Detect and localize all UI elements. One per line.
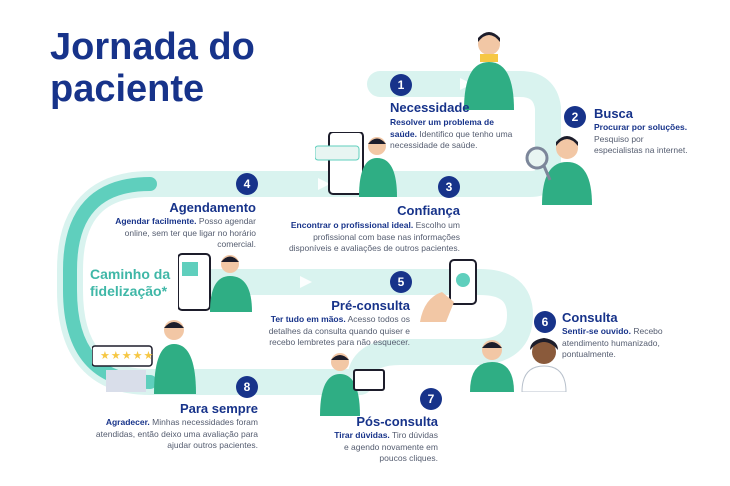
- step-1-lead: Resolver um problema de saúde.: [390, 117, 494, 139]
- step-5-title: Pré-consulta: [331, 298, 410, 313]
- step-3-text: Escolho um profissional com base nas inf…: [288, 220, 460, 253]
- step-2-text: Pesquiso por especialistas na internet.: [594, 133, 688, 156]
- phone-icon: [315, 132, 397, 197]
- step-6-title: Consulta: [562, 310, 618, 325]
- step-2-title: Busca: [594, 106, 634, 121]
- review-stars: ★★★★★: [100, 350, 155, 362]
- step-5-lead: Ter tudo em mãos.: [270, 314, 346, 324]
- review-icon: [92, 320, 196, 394]
- step-2-lead: Procurar por soluções.: [594, 122, 688, 132]
- step-1-title: Necessidade: [390, 100, 470, 115]
- step-7-title: Pós-consulta: [356, 414, 438, 429]
- step-3-description: Encontrar o profissional ideal. Escolho …: [288, 220, 460, 255]
- step-4-description: Agendar facilmente. Posso agendar online…: [92, 216, 256, 251]
- step-2-badge: 2: [564, 106, 586, 128]
- page-title: Jornada do paciente: [50, 26, 255, 110]
- step-3-badge: 3: [438, 176, 460, 198]
- laptop-icon: [320, 353, 385, 416]
- step-7-description: Tirar dúvidas. Tiro dúvidas e agendo nov…: [330, 430, 438, 465]
- magnifier-icon: [525, 136, 592, 205]
- step-1-badge: 1: [390, 74, 412, 96]
- step-3-lead: Encontrar o profissional ideal.: [290, 220, 414, 230]
- step-7-text: Tiro dúvidas e agendo novamente em pouco…: [343, 430, 438, 463]
- step-6-badge: 6: [534, 311, 556, 333]
- step-8-badge: 8: [236, 376, 258, 398]
- step-5-text: Acesso todos os detalhes da consulta qua…: [268, 314, 410, 347]
- chat-icon: [420, 259, 477, 322]
- step-4-title: Agendamento: [169, 200, 256, 215]
- step-4-lead: Agendar facilmente.: [115, 216, 197, 226]
- step-6-description: Sentir-se ouvido. Recebo atendimento hum…: [562, 326, 674, 361]
- step-5-badge: 5: [390, 271, 412, 293]
- loyalty-path-label: Caminho da fidelização*: [90, 266, 171, 299]
- step-8-text: Minhas necessidades foram atendidas, ent…: [95, 417, 258, 450]
- step-7-badge: 7: [420, 388, 442, 410]
- person-icon: [464, 32, 514, 110]
- step-6-text: Recebo atendimento humanizado, pontualme…: [562, 326, 663, 359]
- step-2-description: Procurar por soluções. Pesquiso por espe…: [594, 122, 690, 157]
- step-1-text: Identifico que tenho uma necessidade de …: [390, 128, 513, 151]
- step-1-description: Resolver um problema de saúde. Identific…: [390, 117, 520, 152]
- step-8-description: Agradecer. Minhas necessidades foram ate…: [90, 417, 258, 452]
- step-6-lead: Sentir-se ouvido.: [562, 326, 631, 336]
- step-4-text: Posso agendar online, sem ter que ligar …: [124, 216, 256, 249]
- step-5-description: Ter tudo em mãos. Acesso todos os detalh…: [262, 314, 410, 349]
- step-7-lead: Tirar dúvidas.: [334, 430, 390, 440]
- step-8-lead: Agradecer.: [105, 417, 150, 427]
- step-4-badge: 4: [236, 173, 258, 195]
- calendar-icon: [178, 253, 252, 312]
- consultation-icon: [470, 338, 567, 392]
- step-8-title: Para sempre: [179, 401, 258, 416]
- step-3-title: Confiança: [397, 203, 460, 218]
